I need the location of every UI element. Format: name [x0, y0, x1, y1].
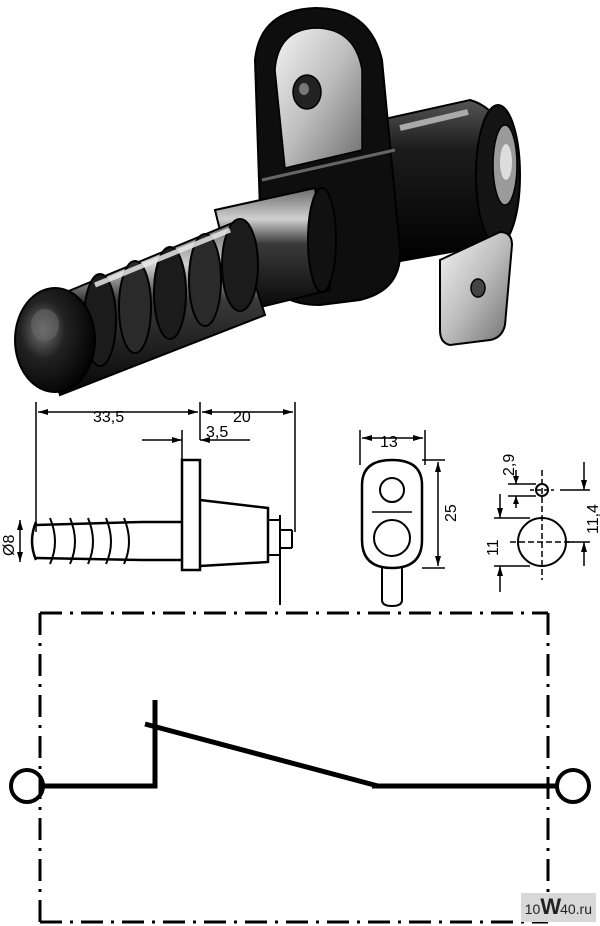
switch-schematic	[9, 611, 591, 924]
product-illustration	[14, 6, 521, 397]
watermark-suffix: 40.ru	[560, 901, 592, 917]
right-terminal	[555, 768, 591, 804]
dim-bracket-width: 13	[380, 434, 398, 451]
dim-bracket-height: 25	[443, 504, 460, 522]
dim-flange-thickness: 3,5	[206, 424, 228, 441]
left-terminal	[9, 768, 45, 804]
terminal-tab	[439, 230, 514, 347]
dim-center-distance: 11,4	[585, 504, 600, 534]
switch-body	[378, 98, 521, 264]
dimension-labels: 33,5 20 3,5 Ø8 13 25 2,9 11 11,4	[1, 409, 600, 556]
dim-total-length: 33,5	[93, 409, 124, 426]
dim-hole-offset: 2,9	[501, 454, 518, 476]
plunger-cap	[14, 287, 96, 393]
conductor	[43, 700, 557, 789]
dim-pin-diameter: Ø8	[1, 535, 18, 556]
housing-outline	[38, 611, 550, 924]
site-watermark: 10W40.ru	[520, 893, 596, 922]
watermark-prefix: 10	[524, 901, 541, 917]
dim-hole-diameter: 11	[485, 539, 502, 556]
dim-rear-length: 20	[233, 409, 251, 426]
watermark-mark: W	[540, 894, 561, 919]
front-view-drawing	[359, 430, 445, 608]
side-view-drawing	[17, 402, 296, 605]
hole-pattern-drawing	[494, 462, 590, 592]
